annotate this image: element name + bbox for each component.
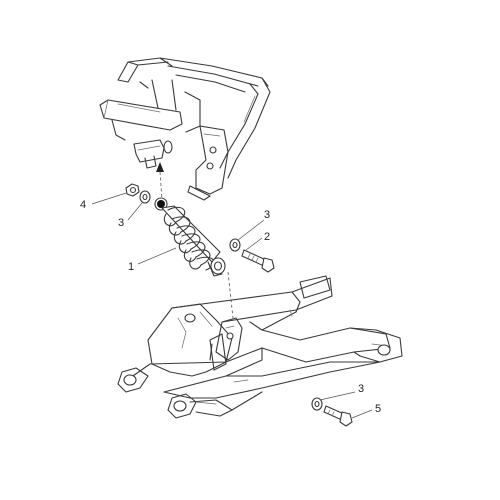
alignment-line xyxy=(227,271,234,319)
callout-2: 2 xyxy=(245,231,270,251)
callout-1-label: 1 xyxy=(128,261,134,273)
callout-5: 5 xyxy=(351,403,381,419)
arrow-indicator xyxy=(156,162,164,201)
callout-1: 1 xyxy=(128,247,177,273)
callout-3-middle-label: 3 xyxy=(264,209,270,221)
bolt-lower xyxy=(323,405,353,427)
callout-3-upper-label: 3 xyxy=(118,217,124,229)
swingarm xyxy=(117,275,403,419)
callout-3-middle: 3 xyxy=(237,209,270,241)
shock-absorber xyxy=(154,197,226,277)
callout-5-label: 5 xyxy=(375,403,381,415)
callout-4: 4 xyxy=(80,192,127,211)
callout-3-lower-label: 3 xyxy=(358,383,364,395)
callout-3-upper: 3 xyxy=(118,202,143,229)
bolt-upper xyxy=(241,249,275,273)
frame-section xyxy=(99,57,271,201)
callout-4-label: 4 xyxy=(80,199,86,211)
callout-2-label: 2 xyxy=(264,231,270,243)
callout-3-lower: 3 xyxy=(319,383,364,401)
nut xyxy=(125,183,140,197)
washer-middle xyxy=(229,238,241,252)
washer-lower xyxy=(311,397,323,411)
washer-upper xyxy=(139,190,151,204)
